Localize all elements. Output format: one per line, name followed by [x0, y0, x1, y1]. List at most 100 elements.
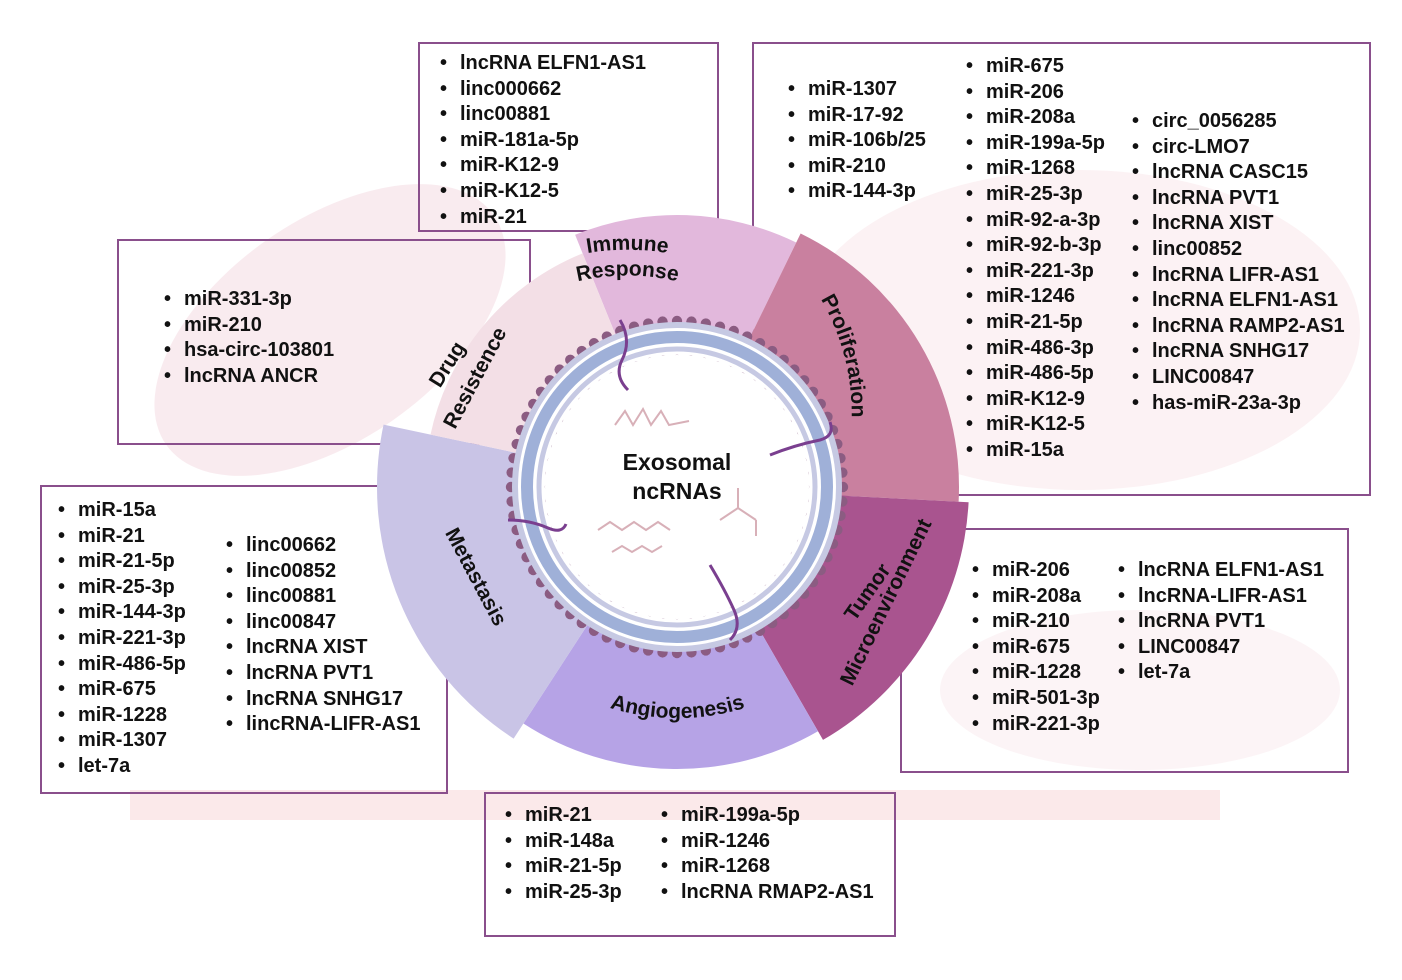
ncrna-list-item: miR-221-3p	[56, 626, 186, 652]
ncrna-list-item: linc00852	[1130, 237, 1345, 263]
ncrna-list-item: miR-148a	[503, 829, 622, 855]
ncrna-list-item: circ-LMO7	[1130, 135, 1345, 161]
ncrna-list-item: miR-331-3p	[162, 287, 334, 313]
ncrna-list-item: lncRNA SNHG17	[224, 687, 420, 713]
ncrna-list-item: miR-106b/25	[786, 128, 926, 154]
immune-response-box	[418, 42, 719, 232]
ncrna-list-item: miR-1268	[964, 156, 1105, 182]
segment-tumor-microenvironment	[758, 495, 969, 740]
ncrna-list-item: miR-21-5p	[56, 549, 186, 575]
ncrna-list-item: lincRNA-LIFR-AS1	[224, 712, 420, 738]
ncrna-list-item: miR-21	[56, 524, 186, 550]
microrna-strand-icon	[597, 520, 671, 532]
membrane-inner-ring	[536, 346, 818, 628]
ncrna-list-item: lncRNA XIST	[224, 635, 420, 661]
drug-resistance-list: miR-331-3pmiR-210hsa-circ-103801lncRNA A…	[162, 287, 334, 389]
ncrna-list-item: miR-1307	[56, 728, 186, 754]
proliferation-list-col1: miR-1307miR-17-92miR-106b/25miR-210miR-1…	[786, 77, 926, 205]
ncrna-list-item: lncRNA ELFN1-AS1	[1116, 558, 1324, 584]
ncrna-list-item: linc00852	[224, 559, 420, 585]
ncrna-list-item: miR-1307	[786, 77, 926, 103]
ncrna-list-item: lncRNA PVT1	[224, 661, 420, 687]
segment-label-immune-line1: Immune	[585, 232, 671, 258]
segment-metastasis	[376, 424, 589, 739]
ncrna-list-item: linc00662	[224, 533, 420, 559]
ncrna-list-item: miR-1246	[659, 829, 874, 855]
microrna-hairpin-icon	[614, 406, 690, 427]
ncrna-list-item: miR-501-3p	[970, 686, 1100, 712]
ncrna-list-item: miR-486-3p	[964, 336, 1105, 362]
ncrna-list-item: miR-K12-5	[964, 412, 1105, 438]
ncrna-list-item: miR-208a	[970, 584, 1100, 610]
ncrna-list-item: miR-1246	[964, 284, 1105, 310]
ncrna-list-item: miR-92-b-3p	[964, 233, 1105, 259]
transmembrane-proteins	[507, 319, 833, 642]
ncrna-list-item: miR-675	[56, 677, 186, 703]
proliferation-list-col3: circ_0056285circ-LMO7lncRNA CASC15lncRNA…	[1130, 109, 1345, 416]
ncrna-list-item: miR-210	[162, 313, 334, 339]
ncrna-list-item: miR-21	[503, 803, 622, 829]
ncrna-list-item: linc00881	[438, 102, 646, 128]
ncrna-list-item: LINC00847	[1116, 635, 1324, 661]
ncrna-list-item: miR-K12-9	[438, 153, 646, 179]
ncrna-list-item: miR-221-3p	[964, 259, 1105, 285]
membrane-bilayer	[521, 331, 833, 643]
ncrna-list-item: miR-144-3p	[56, 600, 186, 626]
ring-segments	[376, 214, 969, 769]
ncrna-list-item: miR-675	[964, 54, 1105, 80]
tumor-microenvironment-list-col2: lncRNA ELFN1-AS1lncRNA-LIFR-AS1lncRNA PV…	[1116, 558, 1324, 686]
ncrna-list-item: miR-486-5p	[56, 652, 186, 678]
ncrna-list-item: lncRNA SNHG17	[1130, 339, 1345, 365]
ncrna-list-item: let-7a	[1116, 660, 1324, 686]
ncrna-list-item: lncRNA RAMP2-AS1	[1130, 314, 1345, 340]
transmembrane-protein-icon	[507, 518, 568, 532]
ncrna-list-item: lncRNA XIST	[1130, 211, 1345, 237]
ncrna-list-item: lncRNA PVT1	[1130, 186, 1345, 212]
ncrna-list-item: lncRNA LIFR-AS1	[1130, 263, 1345, 289]
ncrna-list-item: miR-144-3p	[786, 179, 926, 205]
ncrna-list-item: miR-21	[438, 205, 646, 231]
rna-molecule-icons	[597, 406, 757, 554]
ncrna-list-item: miR-K12-5	[438, 179, 646, 205]
transmembrane-protein-icon	[769, 421, 833, 457]
ncrna-list-item: miR-21-5p	[964, 310, 1105, 336]
segment-drug-resistance	[430, 253, 617, 454]
ncrna-list-item: miR-25-3p	[56, 575, 186, 601]
circrna-branch-icon	[719, 488, 757, 536]
ncrna-list-item: hsa-circ-103801	[162, 338, 334, 364]
ncrna-list-item: linc00881	[224, 584, 420, 610]
segment-immune-response	[575, 214, 797, 342]
ncrna-list-item: lncRNA RMAP2-AS1	[659, 880, 874, 906]
microrna-strand-icon	[611, 544, 663, 554]
ncrna-list-item: miR-1268	[659, 854, 874, 880]
ncrna-list-item: miR-210	[786, 154, 926, 180]
ncrna-list-item: lncRNA PVT1	[1116, 609, 1324, 635]
ncrna-list-item: LINC00847	[1130, 365, 1345, 391]
ncrna-list-item: miR-206	[970, 558, 1100, 584]
center-title-line1: Exosomal	[623, 449, 732, 475]
ncrna-list-item: lncRNA ANCR	[162, 364, 334, 390]
ncrna-list-item: miR-181a-5p	[438, 128, 646, 154]
ncrna-list-item: miR-675	[970, 635, 1100, 661]
angiogenesis-list-col2: miR-199a-5pmiR-1246miR-1268lncRNA RMAP2-…	[659, 803, 874, 905]
segment-angiogenesis	[523, 622, 818, 769]
angiogenesis-list-col1: miR-21miR-148amiR-21-5pmiR-25-3p	[503, 803, 622, 905]
ncrna-list-item: miR-1228	[970, 660, 1100, 686]
ncrna-list-item: lncRNA-LIFR-AS1	[1116, 584, 1324, 610]
ncrna-list-item: miR-K12-9	[964, 387, 1105, 413]
membrane-outer-ring	[512, 322, 842, 652]
angiogenesis-box	[484, 792, 896, 937]
ncrna-list-item: miR-206	[964, 80, 1105, 106]
transmembrane-protein-icon	[708, 564, 739, 642]
ncrna-list-item: miR-210	[970, 609, 1100, 635]
ncrna-list-item: miR-15a	[964, 438, 1105, 464]
tumor-microenvironment-list-col1: miR-206miR-208amiR-210miR-675miR-1228miR…	[970, 558, 1100, 737]
ncrna-list-item: miR-15a	[56, 498, 186, 524]
ncrna-list-item: miR-199a-5p	[659, 803, 874, 829]
ncrna-list-item: circ_0056285	[1130, 109, 1345, 135]
ncrna-list-item: miR-199a-5p	[964, 131, 1105, 157]
ncrna-list-item: has-miR-23a-3p	[1130, 391, 1345, 417]
ncrna-list-item: lncRNA CASC15	[1130, 160, 1345, 186]
ncrna-list-item: miR-486-5p	[964, 361, 1105, 387]
ncrna-list-item: let-7a	[56, 754, 186, 780]
